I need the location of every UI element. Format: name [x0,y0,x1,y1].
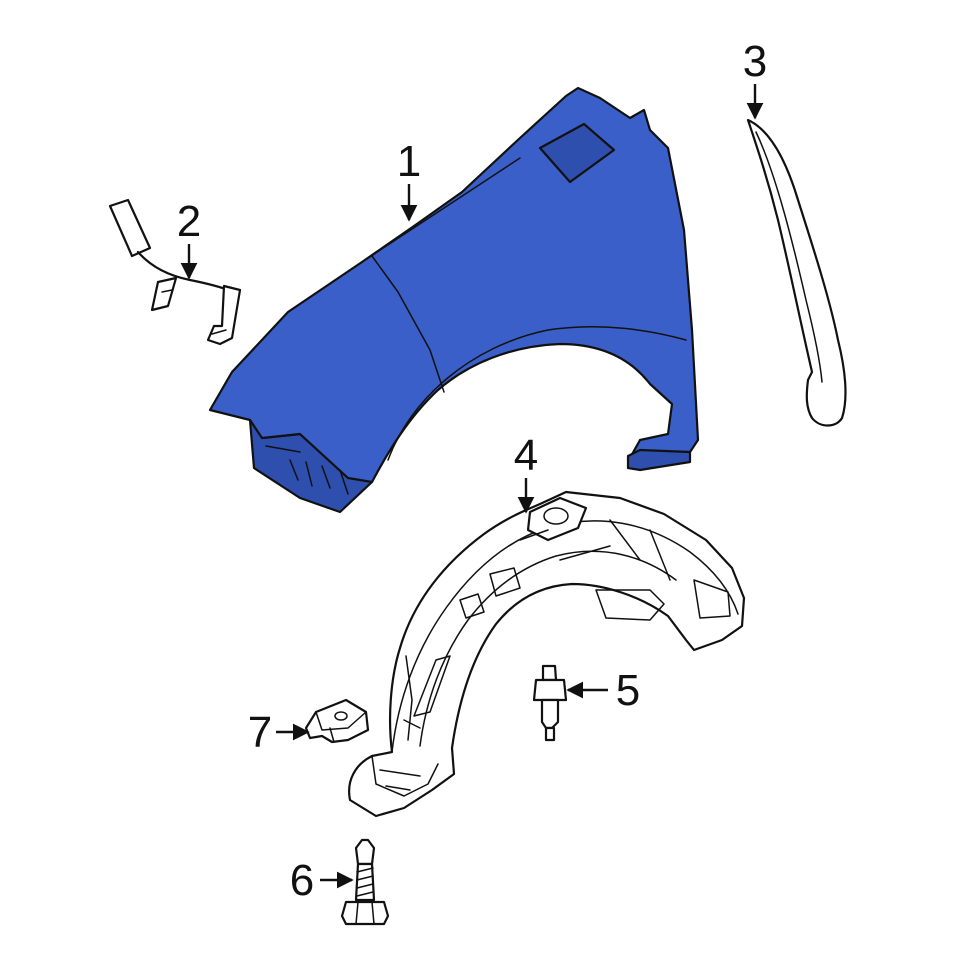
liner-top-pad [526,496,588,542]
fender-part[interactable] [208,86,700,514]
callout-6: 6 [290,856,314,905]
screw-hex-face [355,901,375,925]
liner-part[interactable] [348,490,746,818]
screw-hex-head [340,900,390,926]
harness-wire [136,250,236,294]
pushpin-lower [540,698,560,730]
fender-crease-lower [371,255,445,393]
fender-body [208,86,700,484]
molding-strip [746,118,847,427]
liner-body [348,490,746,818]
fender-bottom-bracket [626,448,692,472]
callout-4: 4 [514,431,538,480]
callout-1: 1 [397,137,421,186]
fender-tab-vents [265,445,349,495]
screw-tip [354,838,376,866]
liner-top-hole [543,507,569,525]
clip-nut-fold [315,711,367,743]
callout-2: 2 [177,197,201,246]
molding-inner-edge [755,131,823,383]
harness-bracket-right [206,284,242,346]
harness-label-tag [108,198,152,258]
clip-nut-part[interactable] [304,698,370,744]
callout-7: 7 [248,708,272,757]
liner-arch-mid [419,550,677,747]
screw-part[interactable] [340,838,390,926]
fender-top-recess [538,122,616,184]
callout-labels: 1 2 3 4 5 6 7 [177,37,767,905]
fender-crease-upper [361,157,521,263]
pushpin-head [532,678,568,702]
fender-rear-edge [649,129,693,331]
pushpin-part[interactable] [532,664,568,742]
pushpin-tip [544,726,556,742]
callout-3: 3 [743,37,767,86]
clip-nut-body [304,698,370,744]
callout-5: 5 [616,666,640,715]
pushpin-shaft [541,664,558,682]
molding-part[interactable] [746,118,847,427]
fender-wheel-arch-edge [387,326,687,461]
harness-part[interactable] [108,198,242,346]
liner-lower-flap [371,755,439,797]
callout-arrows [180,84,764,889]
liner-side-detail [403,655,421,741]
screw-thread-lines [356,867,374,897]
liner-ribs [413,519,731,717]
harness-clip-left [150,276,178,312]
clip-nut-hole [334,711,348,721]
harness-clip-detail [161,289,227,335]
